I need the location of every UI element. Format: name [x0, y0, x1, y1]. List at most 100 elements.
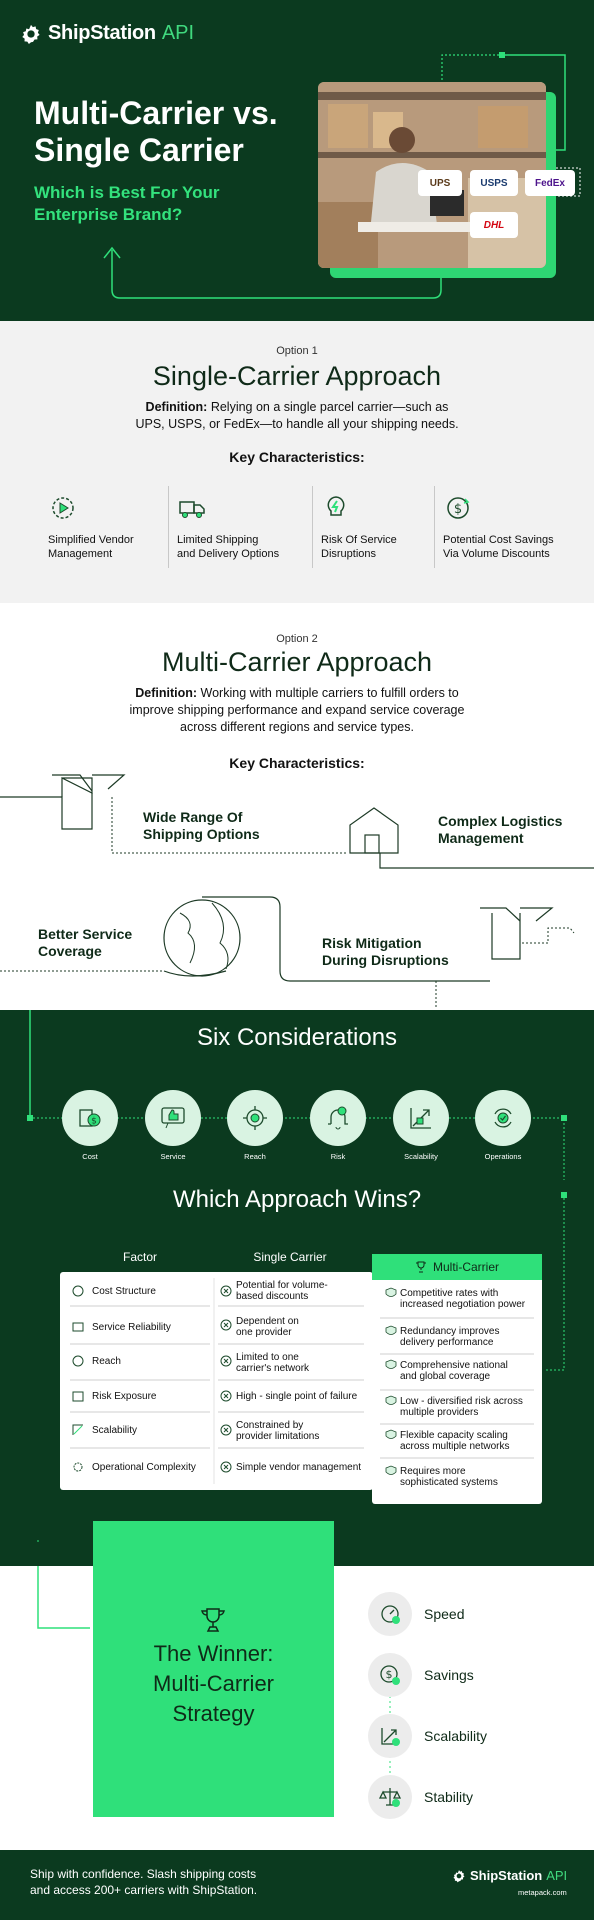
header-multi: Multi-Carrier — [372, 1254, 542, 1280]
characteristic-line2: Shipping Options — [143, 826, 260, 842]
truck-icon — [179, 501, 205, 518]
carrier-badge-ups: UPS — [418, 170, 462, 196]
winner-card: The Winner: Multi-Carrier Strategy — [93, 1521, 334, 1817]
footer-brand-logo[interactable]: ShipStation API — [452, 1868, 567, 1883]
multi-carrier-section: Option 2 Multi-Carrier Approach Definiti… — [0, 603, 594, 1010]
definition: Definition: Working with multiple carrie… — [0, 685, 594, 736]
section-title: Single-Carrier Approach — [152, 361, 442, 391]
consideration-label: Reach — [244, 1152, 266, 1161]
benefit-savings: $ Savings — [368, 1653, 568, 1697]
brand-logo[interactable]: ShipStation API — [20, 22, 194, 45]
characteristic-label: Risk Mitigation During Disruptions — [322, 935, 449, 969]
footer-tagline: Ship with confidence. Slash shipping cos… — [30, 1866, 330, 1898]
factor-cell: Reach — [92, 1356, 121, 1367]
definition-line1: Relying on a single parcel carrier—such … — [207, 400, 449, 414]
lightbulb-bolt-icon — [327, 496, 345, 516]
footer-brand-suffix: API — [546, 1868, 568, 1883]
benefit-label: Speed — [424, 1606, 465, 1622]
speed-icon — [381, 1605, 400, 1624]
consideration-label: Risk — [330, 1152, 346, 1161]
winner-line1: The Winner: — [153, 1641, 274, 1666]
footer-domain[interactable]: metapack.com — [518, 1888, 567, 1897]
consideration-cost: $ Cost — [55, 1090, 125, 1161]
benefit-label: Stability — [424, 1789, 474, 1805]
characteristic-line1: Complex Logistics — [438, 813, 563, 829]
characteristic-line1: Risk Of Service — [321, 534, 397, 546]
thumbs-up-icon — [161, 1107, 185, 1129]
comparison-table: Cost Structure Service Reliability Reach… — [60, 1272, 373, 1490]
shield-icons — [380, 1287, 534, 1475]
comparison-title: Which Approach Wins? — [172, 1186, 422, 1213]
header-single: Single Carrier — [253, 1250, 327, 1264]
consideration-label: Service — [160, 1152, 186, 1161]
hero-title-line2: Single Carrier — [34, 132, 244, 168]
option-label: Option 2 — [276, 633, 318, 645]
header-multi-label: Multi-Carrier — [433, 1260, 499, 1274]
section-title: Multi-Carrier Approach — [161, 647, 433, 677]
characteristic-line2: Coverage — [38, 943, 102, 959]
divider — [312, 486, 313, 568]
crosshair-globe-icon — [243, 1106, 267, 1130]
brand-name: ShipStation — [48, 22, 156, 44]
hero-title-line1: Multi-Carrier vs. — [34, 95, 278, 131]
scalability-icon — [381, 1728, 400, 1746]
benefit-label: Savings — [424, 1667, 474, 1683]
definition-label: Definition: — [145, 400, 208, 414]
factor-cell: Cost Structure — [92, 1286, 156, 1297]
consideration-risk: Risk — [303, 1090, 373, 1161]
characteristic-item: Simplified Vendor Management — [48, 493, 178, 561]
brand-suffix: API — [161, 22, 195, 44]
characteristic-line2: During Disruptions — [322, 952, 449, 968]
characteristic-line1: Simplified Vendor — [48, 534, 134, 546]
route-lines-illustration — [0, 774, 594, 1007]
footer-brand-name: ShipStation — [470, 1868, 543, 1883]
characteristic-item: $ Potential Cost Savings Via Volume Disc… — [443, 493, 573, 561]
characteristic-item: Risk Of Service Disruptions — [321, 493, 451, 561]
definition-line1: Working with multiple carriers to fulfil… — [197, 686, 459, 700]
factor-cell: Operational Complexity — [92, 1462, 196, 1473]
characteristic-line2: Management — [438, 830, 524, 846]
carrier-fedex-label: FedEx — [534, 177, 565, 189]
divider — [168, 486, 169, 568]
characteristic-line2: Management — [48, 548, 113, 560]
svg-text:$: $ — [91, 1117, 97, 1127]
consideration-service: Service — [138, 1090, 208, 1161]
bell-alert-icon — [328, 1106, 348, 1130]
hero-subtitle: Which is Best For Your Enterprise Brand? — [34, 182, 264, 226]
carrier-usps-label: USPS — [480, 177, 508, 189]
hero-section: ShipStation API Multi-Carrier vs. Single… — [0, 0, 594, 321]
header-factor: Factor — [122, 1250, 157, 1264]
winner-title: The Winner: Multi-Carrier Strategy — [93, 1639, 334, 1729]
carrier-badge-dhl: DHL — [470, 212, 518, 238]
carrier-dhl-label: DHL — [483, 219, 505, 231]
hero-subtitle-line2: Enterprise Brand? — [34, 205, 183, 224]
consideration-label: Scalability — [404, 1152, 438, 1161]
key-characteristics-title: Key Characteristics: — [229, 449, 365, 465]
characteristic-line2: and Delivery Options — [177, 548, 280, 560]
consideration-operations: Operations — [468, 1090, 538, 1161]
definition-label: Definition: — [135, 686, 198, 700]
hero-title: Multi-Carrier vs. Single Carrier — [34, 95, 314, 169]
definition: Definition: Relying on a single parcel c… — [0, 399, 594, 433]
scale-chart-icon — [410, 1108, 431, 1129]
gear-play-icon — [52, 497, 74, 519]
footer-line1: Ship with confidence. Slash shipping cos… — [30, 1867, 257, 1881]
characteristic-label: Complex Logistics Management — [438, 813, 562, 847]
factor-cell: Scalability — [92, 1425, 138, 1436]
connector-lines — [27, 1010, 567, 1542]
footer: Ship with confidence. Slash shipping cos… — [0, 1850, 594, 1920]
dollar-cycle-icon: $ — [447, 497, 470, 519]
considerations-title: Six Considerations — [196, 1024, 398, 1051]
characteristic-line1: Potential Cost Savings — [443, 534, 554, 546]
characteristic-item: Limited Shipping and Delivery Options — [177, 493, 307, 561]
balance-scale-icon — [378, 1788, 402, 1807]
characteristic-label: Better Service Coverage — [38, 926, 132, 960]
single-cell: Simple vendor management — [236, 1462, 362, 1473]
winner-line2: Multi-Carrier — [153, 1671, 274, 1696]
